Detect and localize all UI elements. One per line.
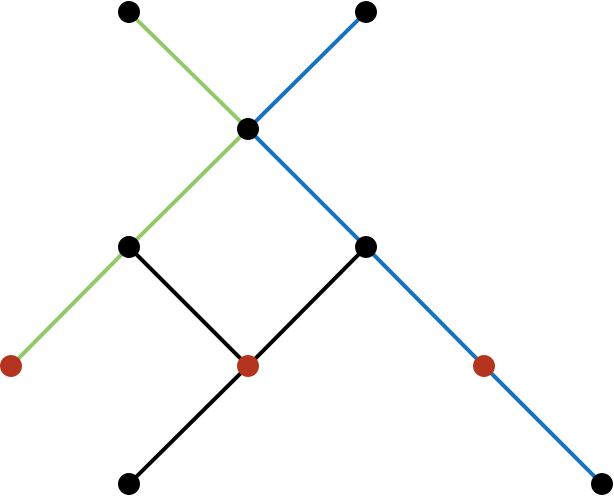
node-top-left — [118, 1, 140, 23]
edge-right-red-to-bottom-right — [482, 364, 604, 486]
node-center — [237, 118, 259, 140]
node-right-red — [473, 355, 495, 377]
edge-mid-right-to-right-red — [364, 245, 486, 368]
edge-top-left-to-center — [127, 10, 250, 131]
node-middle-red — [237, 355, 259, 377]
edge-mid-left-to-left-red — [9, 245, 131, 368]
node-top-right — [355, 1, 377, 23]
edge-mid-right-to-middle-red — [246, 245, 368, 368]
edge-mid-left-to-middle-red — [127, 245, 250, 368]
edge-middle-red-to-bottom-left — [127, 364, 250, 486]
edges-layer — [9, 10, 604, 486]
edge-center-to-mid-right — [246, 127, 368, 249]
node-bottom-left — [118, 473, 140, 495]
node-left-red — [0, 355, 22, 377]
edge-center-to-mid-left — [127, 127, 250, 249]
node-bottom-right — [591, 473, 613, 495]
edge-top-right-to-center — [246, 10, 368, 131]
node-mid-left — [118, 236, 140, 258]
node-mid-right — [355, 236, 377, 258]
